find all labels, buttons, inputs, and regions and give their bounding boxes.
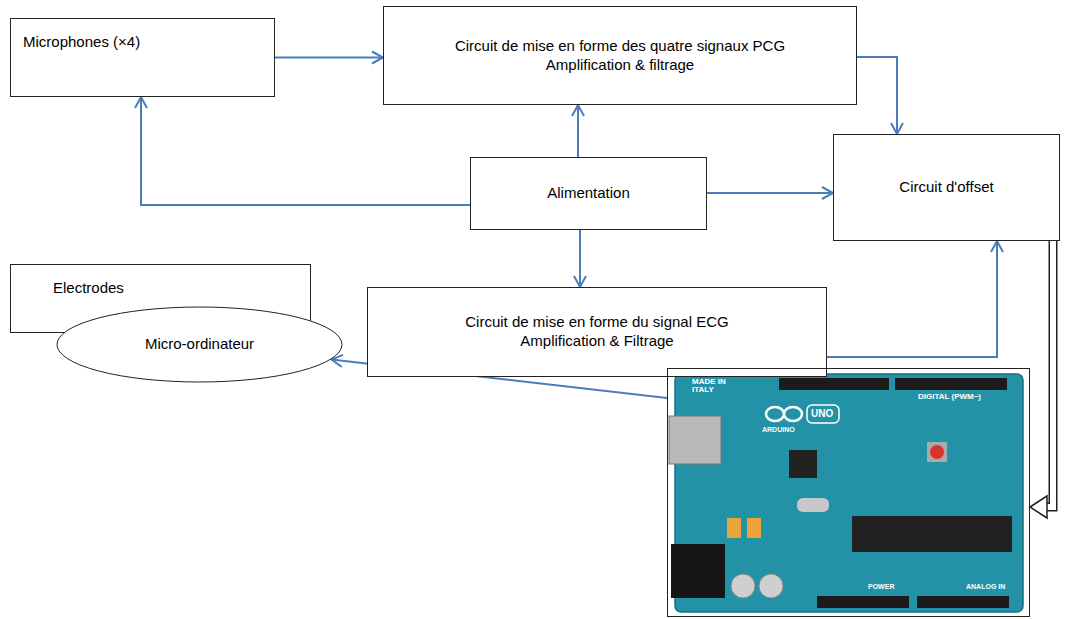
connector-line [577,105,579,157]
arrow-head [822,187,833,199]
board-label: ARDUINO [762,426,812,433]
bus-arrow-fill [1046,241,1053,507]
board-label: UNO [811,409,841,420]
bus-arrow-outline [1046,241,1053,507]
connector [827,241,1003,357]
board-label: DIGITAL (PWM~) [918,393,1008,401]
connector-line [707,192,833,194]
arrow-head [891,123,903,134]
node-label: Electrodes [53,279,310,298]
connector-line [827,241,997,357]
process-box: Microphones (×4) [10,18,275,97]
bus-arrow-head [1030,496,1047,518]
connector [857,57,903,134]
connector-line [141,97,470,205]
board-label: POWER [868,583,908,590]
arrow-head [572,105,584,116]
process-box: Alimentation [470,157,707,230]
connector-line [857,57,897,134]
board-label: MADE IN ITALY [692,378,730,395]
node-label: Micro-ordinateur [145,335,254,354]
connector [135,97,470,205]
connector-line [579,230,581,287]
connector-line [275,57,383,59]
node-label: Circuit de mise en forme du signal ECG [465,313,728,332]
node-label: Circuit d'offset [899,178,993,197]
arduino-board: MADE IN ITALY DIGITAL (PWM~) ARDUINO UNO POW… [667,368,1030,617]
arrow-head [991,241,1003,252]
node-label: Amplification & filtrage [546,56,694,75]
arrow-head [135,97,147,108]
connector [707,187,833,199]
arduino-board-illustration [667,368,1030,617]
computer-ellipse: Micro-ordinateur [56,306,343,383]
board-label: ANALOG IN [966,583,1021,590]
process-box: Circuit d'offset [833,134,1060,241]
process-box: Circuit de mise en forme des quatre sign… [383,6,857,105]
connector [572,105,584,157]
connector [574,230,586,287]
arrow-head [372,52,383,64]
node-label: Alimentation [547,184,630,203]
node-label: Microphones (×4) [23,33,274,52]
node-label: Amplification & Filtrage [520,332,673,351]
node-label: Circuit de mise en forme des quatre sign… [455,37,785,56]
process-box: Circuit de mise en forme du signal ECGAm… [367,287,827,377]
connector [1030,241,1053,518]
connector [275,52,383,64]
arrow-head [574,276,586,287]
